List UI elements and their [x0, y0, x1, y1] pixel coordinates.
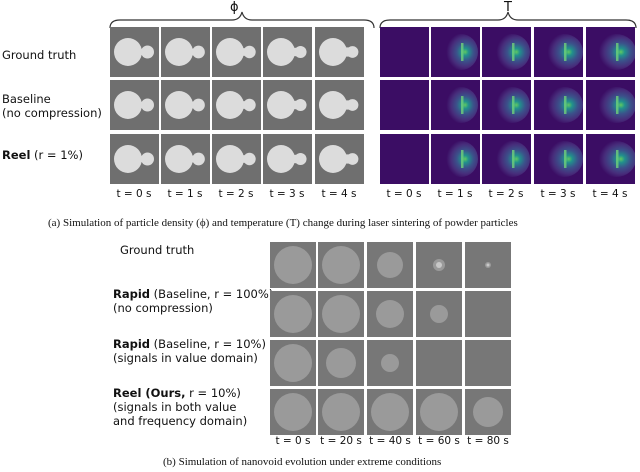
- nanovoid-panel: [270, 242, 316, 288]
- nanovoid-panel: [416, 291, 462, 337]
- row-label-reel-b: Reel (Ours, r = 10%) (signals in both va…: [113, 386, 248, 428]
- nanovoid-panel: [416, 389, 462, 435]
- temperature-panel: [431, 27, 480, 77]
- caption-b: (b) Simulation of nanovoid evolution und…: [163, 456, 442, 468]
- time-label: t = 2 s: [218, 188, 254, 200]
- nanovoid-panel: [367, 340, 413, 386]
- temperature-panel: [482, 134, 531, 184]
- row-label-reel: Reel (r = 1%): [2, 148, 83, 162]
- time-label: t = 2 s: [488, 188, 524, 200]
- temperature-panel: [586, 134, 635, 184]
- temperature-panel: [534, 27, 583, 77]
- phi-panel: [110, 80, 159, 130]
- temperature-panel: [380, 80, 429, 130]
- nanovoid-panel: [367, 389, 413, 435]
- time-label: t = 1 s: [167, 188, 203, 200]
- nanovoid-panel: [416, 242, 462, 288]
- nanovoid-panel: [367, 291, 413, 337]
- phi-header: ϕ: [230, 0, 239, 15]
- nanovoid-panel: [416, 340, 462, 386]
- phi-panel: [212, 27, 261, 77]
- time-label: t = 80 s: [467, 435, 509, 447]
- temperature-brace: [379, 11, 637, 29]
- nanovoid-panel: [270, 389, 316, 435]
- nanovoid-panel: [270, 340, 316, 386]
- temperature-panel: [380, 134, 429, 184]
- row-label-ground-truth-b: Ground truth: [120, 243, 195, 257]
- phi-panel: [212, 134, 261, 184]
- phi-panel: [315, 134, 364, 184]
- time-label: t = 4 s: [592, 188, 628, 200]
- time-label: t = 1 s: [437, 188, 473, 200]
- phi-panel: [212, 80, 261, 130]
- phi-panel: [315, 80, 364, 130]
- nanovoid-panel: [270, 291, 316, 337]
- nanovoid-panel: [318, 389, 364, 435]
- temperature-panel: [482, 80, 531, 130]
- phi-panel: [110, 134, 159, 184]
- time-label: t = 3 s: [540, 188, 576, 200]
- time-label: t = 20 s: [320, 435, 362, 447]
- nanovoid-panel: [465, 389, 511, 435]
- temperature-panel: [380, 27, 429, 77]
- nanovoid-panel: [318, 340, 364, 386]
- temperature-panel: [482, 27, 531, 77]
- time-label: t = 0 s: [116, 188, 152, 200]
- phi-panel: [263, 134, 312, 184]
- temperature-panel: [534, 134, 583, 184]
- nanovoid-panel: [318, 291, 364, 337]
- phi-panel: [161, 27, 210, 77]
- time-label: t = 0 s: [275, 435, 311, 447]
- temperature-panel: [586, 80, 635, 130]
- temperature-panel: [431, 134, 480, 184]
- phi-panel: [161, 80, 210, 130]
- phi-panel: [110, 27, 159, 77]
- temperature-header: T: [504, 0, 512, 15]
- nanovoid-panel: [465, 242, 511, 288]
- temperature-panel: [586, 27, 635, 77]
- nanovoid-panel: [465, 340, 511, 386]
- nanovoid-panel: [465, 291, 511, 337]
- time-label: t = 4 s: [321, 188, 357, 200]
- time-label: t = 60 s: [418, 435, 460, 447]
- row-label-rapid-10: Rapid (Baseline, r = 10%) (signals in va…: [113, 337, 266, 365]
- time-label: t = 0 s: [386, 188, 422, 200]
- phi-panel: [315, 27, 364, 77]
- phi-brace: [109, 11, 375, 29]
- time-label: t = 40 s: [369, 435, 411, 447]
- row-label-baseline: Baseline (no compression): [2, 92, 102, 120]
- phi-panel: [161, 134, 210, 184]
- row-label-rapid-100: Rapid (Baseline, r = 100%) (no compressi…: [113, 287, 274, 315]
- caption-a: (a) Simulation of particle density (ϕ) a…: [48, 217, 518, 229]
- phi-panel: [263, 27, 312, 77]
- temperature-panel: [534, 80, 583, 130]
- phi-panel: [263, 80, 312, 130]
- row-label-ground-truth: Ground truth: [2, 48, 77, 62]
- nanovoid-panel: [318, 242, 364, 288]
- nanovoid-panel: [367, 242, 413, 288]
- time-label: t = 3 s: [269, 188, 305, 200]
- temperature-panel: [431, 80, 480, 130]
